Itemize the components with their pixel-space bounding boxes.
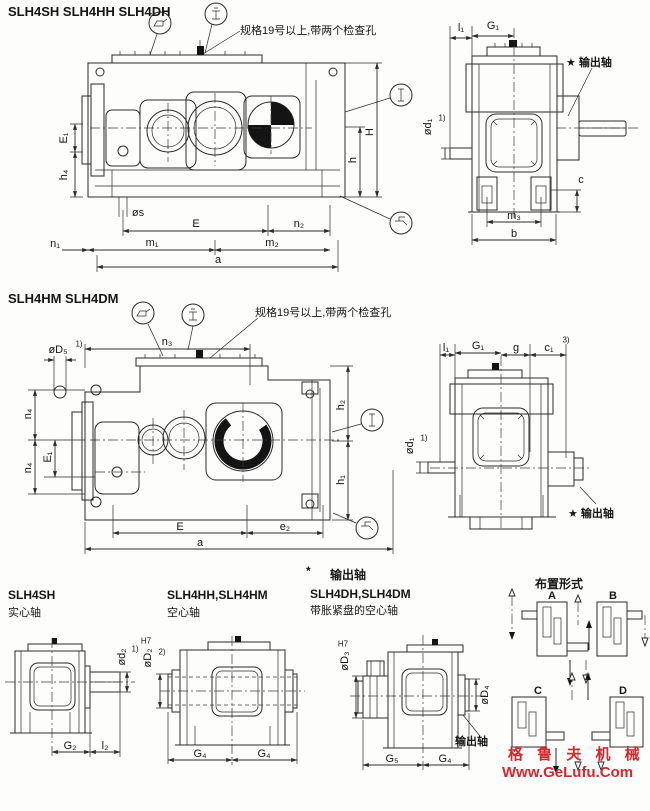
output-shaft-callout: ★ 输出轴 bbox=[568, 508, 614, 520]
dim-E: E bbox=[192, 218, 200, 230]
dim-h1: h₁ bbox=[335, 475, 347, 485]
section1-title: SLH4SH SLH4HH SLH4DH bbox=[8, 4, 171, 19]
dim-l1: l₁ bbox=[442, 342, 450, 354]
footnote-2: 2) bbox=[158, 647, 166, 657]
breather-balloon-icon bbox=[204, 2, 228, 54]
arrangement-C-label: C bbox=[534, 685, 542, 697]
dim-G4: G₄ bbox=[438, 753, 452, 765]
oil-level-balloon-icon bbox=[331, 408, 384, 433]
arrangement-title: 布置形式 bbox=[535, 577, 584, 591]
tolerance-H7: H7 bbox=[140, 636, 152, 646]
dim-l1: l₁ bbox=[457, 22, 465, 34]
dim-n4-upper: n₄ bbox=[22, 408, 34, 420]
dim-G4-right: G₄ bbox=[257, 748, 271, 760]
dim-m3: m₃ bbox=[507, 210, 521, 222]
dim-G4-left: G₄ bbox=[193, 748, 207, 760]
dim-H: H bbox=[364, 128, 376, 136]
dim-g: g bbox=[512, 342, 520, 354]
dim-G1: G₁ bbox=[486, 20, 500, 32]
col3-subtitle: 带胀紧盘的空心轴 bbox=[310, 605, 398, 617]
dim-G5: G₅ bbox=[385, 753, 399, 765]
footnote-1: 1) bbox=[438, 113, 446, 123]
dim-c: c bbox=[578, 174, 584, 186]
oil-can-balloon-icon bbox=[148, 11, 172, 56]
dim-l2: l₂ bbox=[101, 740, 109, 752]
detail-view-solid-shaft bbox=[5, 638, 135, 757]
dim-os: øs bbox=[131, 207, 145, 219]
tolerance-H7: H7 bbox=[337, 639, 349, 649]
detail-view-hollow-shaft bbox=[156, 636, 305, 765]
dim-c1: c₁ bbox=[544, 342, 554, 354]
col2-title: SLH4HH,SLH4HM bbox=[167, 588, 268, 602]
watermark-url: Www.GeLufu.Com bbox=[502, 764, 634, 781]
oil-drain-balloon-icon bbox=[332, 512, 379, 540]
output-shaft-star: * bbox=[306, 564, 311, 578]
output-shaft-callout: ★ 输出轴 bbox=[566, 57, 612, 69]
oil-can-balloon-icon bbox=[131, 301, 164, 357]
output-shaft-heading: 输出轴 bbox=[330, 568, 367, 582]
col1-subtitle: 实心轴 bbox=[8, 607, 41, 619]
col2-subtitle: 空心轴 bbox=[167, 607, 200, 619]
dim-oD4: øD₄ bbox=[479, 685, 491, 705]
section2-title: SLH4HM SLH4DM bbox=[8, 291, 119, 306]
dim-E: E bbox=[176, 521, 184, 533]
section2-note: 规格19号以上,带两个检查孔 bbox=[255, 307, 392, 319]
dim-od2: ød₂ bbox=[116, 648, 128, 666]
footnote-1: 1) bbox=[420, 433, 428, 443]
dim-E1: E₁ bbox=[58, 132, 70, 144]
dim-n1: n₁ bbox=[50, 238, 60, 250]
section1-note: 规格19号以上,带两个检查孔 bbox=[240, 25, 377, 37]
arrangement-A-label: A bbox=[548, 590, 556, 602]
col3-title: SLH4DH,SLH4DM bbox=[310, 587, 411, 601]
dim-n4-lower: n₄ bbox=[22, 462, 34, 474]
front-view-1 bbox=[62, 2, 413, 272]
front-view-2 bbox=[28, 301, 394, 554]
dim-h2: h₂ bbox=[335, 399, 347, 411]
footnote-1: 1) bbox=[75, 339, 83, 349]
breather-balloon-icon bbox=[181, 303, 205, 351]
dim-a: a bbox=[214, 254, 222, 266]
dim-m2: m₂ bbox=[265, 237, 279, 249]
side-view-1 bbox=[441, 26, 640, 245]
oil-drain-balloon-icon bbox=[339, 195, 413, 235]
output-shaft-label: 输出轴 bbox=[455, 736, 488, 748]
arrangement-B-label: B bbox=[609, 590, 617, 602]
watermark-company: 格 鲁 夫 机 械 bbox=[508, 746, 645, 763]
dim-b: b bbox=[510, 228, 518, 240]
col1-title: SLH4SH bbox=[8, 588, 56, 602]
dim-h: h bbox=[347, 156, 359, 164]
dim-m1: m₁ bbox=[145, 237, 159, 249]
dim-G2: G₂ bbox=[63, 740, 77, 752]
detail-view-shrink-disc bbox=[350, 635, 488, 770]
arrangement-D-label: D bbox=[619, 685, 627, 697]
footnote-1: 1) bbox=[131, 644, 139, 654]
dim-oD3: øD₃ bbox=[339, 651, 351, 671]
dim-n2: n₂ bbox=[293, 218, 305, 230]
dim-oD5: øD₅ bbox=[48, 344, 68, 356]
dim-oD2: øD₂ bbox=[142, 648, 154, 668]
dim-h4: h₄ bbox=[58, 169, 70, 181]
dim-e2: e₂ bbox=[279, 521, 291, 533]
side-view-2 bbox=[416, 344, 597, 530]
dim-od1: ød₁ bbox=[422, 118, 434, 136]
oil-level-balloon-icon bbox=[344, 83, 413, 113]
dim-n3: n₃ bbox=[161, 336, 173, 348]
arrangement-diagram bbox=[508, 587, 649, 774]
dim-G1: G₁ bbox=[471, 340, 485, 352]
dim-E1: E₁ bbox=[42, 451, 54, 463]
dim-od1: ød₁ bbox=[404, 437, 416, 455]
footnote-3: 3) bbox=[562, 335, 570, 345]
dim-a: a bbox=[196, 537, 204, 549]
